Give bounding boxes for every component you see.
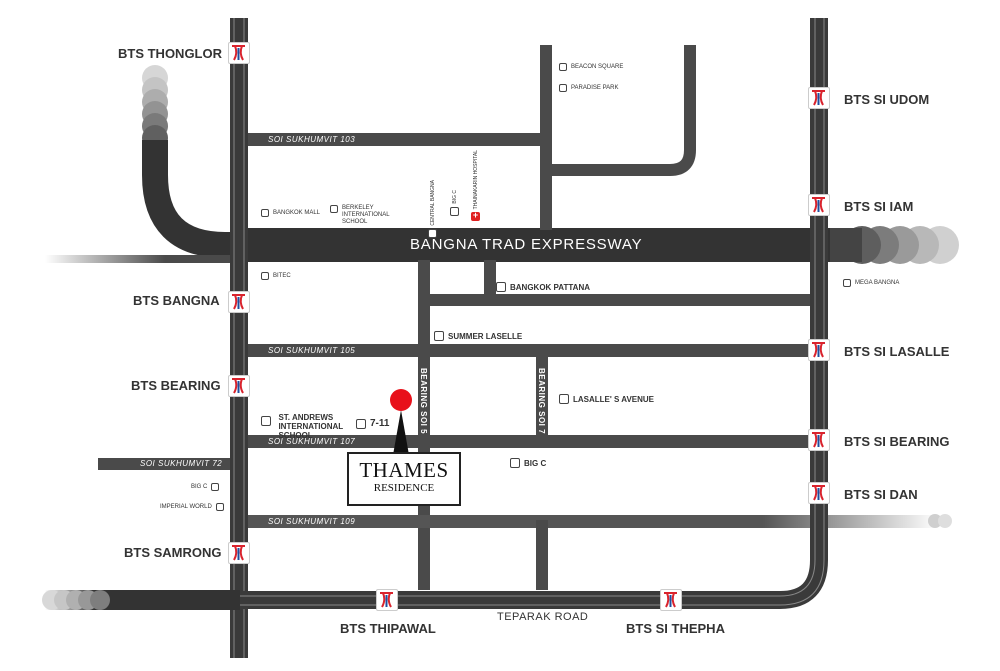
label-soi-107: SOI SUKHUMVIT 107	[268, 437, 356, 446]
building-icon	[843, 279, 851, 287]
bts-bangna-icon	[228, 291, 250, 313]
poi-lasalles-avenue: LASALLE' S AVENUE	[559, 394, 654, 404]
bts-si-iam-icon	[808, 194, 830, 216]
bangna-trad-expressway	[240, 228, 840, 262]
road-soi-103	[238, 133, 548, 146]
bts-samrong-icon	[228, 542, 250, 564]
label-teparak-road: TEPARAK ROAD	[497, 611, 589, 623]
bts-si-dan-icon	[808, 482, 830, 504]
poi-imperial-world: IMPERIAL WORLD	[160, 503, 224, 511]
building-icon	[450, 206, 459, 216]
bts-si-bearing-icon	[808, 429, 830, 451]
label-bts-si-iam: BTS SI IAM	[844, 199, 914, 214]
building-icon	[559, 394, 569, 404]
poi-big-c-top: BIG C	[450, 190, 459, 216]
poi-big-c-mid: BIG C	[510, 458, 546, 468]
label-bts-si-lasalle: BTS SI LASALLE	[844, 344, 950, 359]
project-subtitle: RESIDENCE	[373, 482, 435, 494]
building-icon	[261, 416, 271, 426]
label-bts-si-bearing: BTS SI BEARING	[844, 434, 950, 449]
bts-si-lasalle-icon	[808, 339, 830, 361]
poi-bangkok-mall: BANGKOK MALL	[261, 209, 320, 217]
building-icon	[215, 503, 224, 511]
poi-bitec: BITEC	[261, 272, 291, 280]
building-icon	[559, 84, 567, 92]
bts-si-udom-icon	[808, 87, 830, 109]
poi-bangkok-pattana: BANGKOK PATTANA	[496, 282, 590, 292]
label-soi-103: SOI SUKHUMVIT 103	[268, 135, 356, 144]
road-bangkok-pattana	[418, 294, 813, 306]
poi-paradise-park: PARADISE PARK	[559, 84, 618, 92]
label-bts-thipawal: BTS THIPAWAL	[340, 621, 436, 636]
road-soi-109-south	[536, 520, 548, 590]
hospital-icon	[471, 210, 480, 222]
road-north-1	[540, 45, 552, 230]
building-icon	[510, 458, 520, 468]
label-bts-bangna: BTS BANGNA	[133, 293, 220, 308]
poi-seven-eleven: 7-11	[356, 418, 389, 429]
road-soi-109	[238, 515, 938, 528]
road-bearing-soi-7	[536, 350, 548, 440]
expressway-ramp	[142, 65, 240, 258]
project-name: THAMES	[359, 458, 449, 482]
thames-residence-marker	[390, 389, 412, 455]
road-soi-72	[98, 458, 238, 470]
label-soi-105: SOI SUKHUMVIT 105	[268, 346, 356, 355]
bts-si-thepha-icon	[660, 589, 682, 611]
poi-st-andrews: ST. ANDREWS INTERNATIONAL SCHOOL	[261, 413, 343, 443]
thames-residence-label: THAMES RESIDENCE	[347, 452, 461, 506]
building-icon	[261, 272, 269, 280]
poi-central-bangna: CENTRAL BANGNA	[428, 180, 437, 238]
label-bts-si-thepha: BTS SI THEPHA	[626, 621, 725, 636]
road-north-2	[546, 45, 696, 176]
building-icon	[261, 209, 269, 217]
building-icon	[330, 205, 338, 213]
building-icon	[428, 228, 437, 238]
label-bts-samrong: BTS SAMRONG	[124, 545, 222, 560]
label-bts-thonglor: BTS THONGLOR	[118, 46, 222, 61]
road-soi-105	[238, 344, 813, 357]
building-icon	[496, 282, 506, 292]
store-icon	[356, 418, 366, 429]
poi-summer-lasalle: SUMMER LASELLE	[434, 331, 522, 341]
label-bts-bearing: BTS BEARING	[131, 378, 221, 393]
label-bts-si-dan: BTS SI DAN	[844, 487, 918, 502]
building-icon	[434, 331, 444, 341]
road-bearing-soi-5	[418, 260, 430, 590]
label-soi-109: SOI SUKHUMVIT 109	[268, 517, 356, 526]
poi-mega-bangna: MEGA BANGNA	[843, 279, 899, 287]
bts-bearing-icon	[228, 375, 250, 397]
label-bangna-trad-expressway: BANGNA TRAD EXPRESSWAY	[410, 236, 643, 253]
poi-beacon-square: BEACON SQUARE	[559, 63, 623, 71]
poi-big-c-left: BIG C	[191, 483, 220, 491]
bts-thipawal-icon	[376, 589, 398, 611]
label-bearing-soi-5: BEARING SOI 5	[419, 368, 428, 435]
road-west-fade	[45, 255, 245, 263]
poi-thainakarin-hospital: THAINAKARIN HOSPITAL	[471, 150, 480, 222]
building-icon	[559, 63, 567, 71]
label-bts-si-udom: BTS SI UDOM	[844, 92, 930, 107]
road-pattana-stub	[484, 260, 496, 300]
label-soi-72: SOI SUKHUMVIT 72	[140, 459, 223, 468]
poi-berkeley: BERKELEY INTERNATIONAL SCHOOL	[330, 205, 410, 226]
expressway-fade-right	[830, 226, 959, 264]
soi-109-fade-right	[928, 514, 952, 528]
teparak-fade-left	[42, 590, 110, 610]
bts-thonglor-icon	[228, 42, 250, 64]
label-bearing-soi-7: BEARING SOI 7	[537, 368, 546, 435]
building-icon	[211, 483, 220, 491]
road-soi-107	[238, 435, 813, 448]
